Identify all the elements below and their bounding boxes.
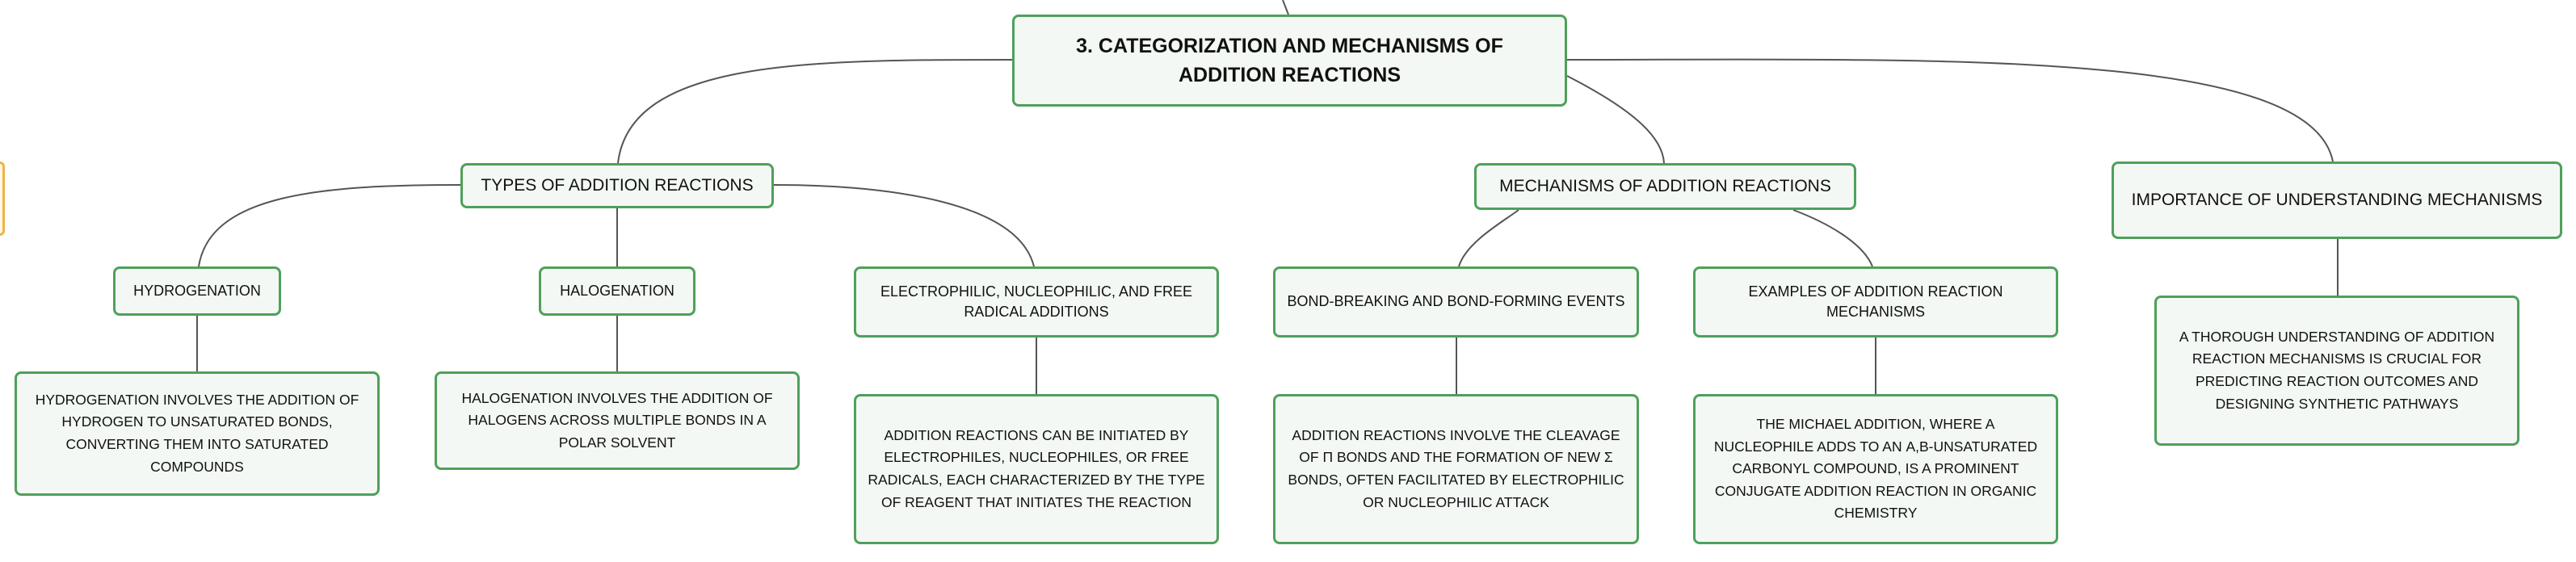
detail-text: ADDITION REACTIONS CAN BE INITIATED BY E… bbox=[868, 426, 1205, 510]
connector-types-hydrogenation bbox=[198, 184, 461, 267]
subtopic-label: HYDROGENATION bbox=[133, 282, 261, 299]
connector-root-types bbox=[617, 59, 1013, 164]
topic-label: IMPORTANCE OF UNDERSTANDING MECHANISMS bbox=[2131, 191, 2543, 210]
detail-hydrogenation[interactable]: HYDROGENATION INVOLVES THE ADDITION OF H… bbox=[15, 371, 380, 496]
detail-electrophilic[interactable]: ADDITION REACTIONS CAN BE INITIATED BY E… bbox=[854, 394, 1219, 544]
root-topic[interactable]: 3. CATEGORIZATION AND MECHANISMS OF ADDI… bbox=[1012, 15, 1567, 107]
subtopic-halogenation[interactable]: HALOGENATION bbox=[539, 266, 695, 316]
connector-mechanisms-examples bbox=[1792, 209, 1873, 267]
connector-types-electrophilic bbox=[773, 184, 1035, 267]
connector-root-importance bbox=[1566, 58, 2334, 162]
detail-importance[interactable]: A THOROUGH UNDERSTANDING OF ADDITION REA… bbox=[2154, 296, 2519, 446]
subtopic-label: BOND-BREAKING AND BOND-FORMING EVENTS bbox=[1287, 293, 1625, 310]
detail-text: HALOGENATION INVOLVES THE ADDITION OF HA… bbox=[461, 389, 773, 451]
topic-mechanisms-of-addition-reactions[interactable]: MECHANISMS OF ADDITION REACTIONS bbox=[1474, 163, 1856, 210]
topic-label: MECHANISMS OF ADDITION REACTIONS bbox=[1499, 177, 1831, 196]
detail-bond-events[interactable]: ADDITION REACTIONS INVOLVE THE CLEAVAGE … bbox=[1273, 394, 1639, 544]
topic-types-of-addition-reactions[interactable]: TYPES OF ADDITION REACTIONS bbox=[460, 163, 774, 208]
detail-text: ADDITION REACTIONS INVOLVE THE CLEAVAGE … bbox=[1288, 426, 1624, 510]
subtopic-label: ELECTROPHILIC, NUCLEOPHILIC, AND FREE RA… bbox=[880, 283, 1193, 320]
detail-text: A THOROUGH UNDERSTANDING OF ADDITION REA… bbox=[2179, 328, 2495, 412]
topic-label: TYPES OF ADDITION REACTIONS bbox=[481, 176, 754, 195]
subtopic-label: HALOGENATION bbox=[560, 282, 674, 299]
connector-mechanisms-bond bbox=[1458, 209, 1519, 267]
detail-halogenation[interactable]: HALOGENATION INVOLVES THE ADDITION OF HA… bbox=[435, 371, 800, 470]
detail-text: THE MICHAEL ADDITION, WHERE A NUCLEOPHIL… bbox=[1713, 415, 2038, 522]
subtopic-bond-breaking-and-forming[interactable]: BOND-BREAKING AND BOND-FORMING EVENTS bbox=[1273, 266, 1639, 338]
detail-text: HYDROGENATION INVOLVES THE ADDITION OF H… bbox=[35, 391, 359, 475]
topic-importance-of-understanding-mechanisms[interactable]: IMPORTANCE OF UNDERSTANDING MECHANISMS bbox=[2112, 161, 2562, 239]
subtopic-hydrogenation[interactable]: HYDROGENATION bbox=[113, 266, 281, 316]
connector-parent-root bbox=[1282, 0, 1289, 15]
subtopic-electrophilic-nucleophilic-free-radical[interactable]: ELECTROPHILIC, NUCLEOPHILIC, AND FREE RA… bbox=[854, 266, 1219, 338]
detail-examples[interactable]: THE MICHAEL ADDITION, WHERE A NUCLEOPHIL… bbox=[1693, 394, 2058, 544]
subtopic-label: EXAMPLES OF ADDITION REACTION MECHANISMS bbox=[1748, 283, 2003, 320]
root-topic-label: 3. CATEGORIZATION AND MECHANISMS OF ADDI… bbox=[1076, 34, 1503, 86]
subtopic-examples-of-mechanisms[interactable]: EXAMPLES OF ADDITION REACTION MECHANISMS bbox=[1693, 266, 2058, 338]
offscreen-node-edge[interactable] bbox=[0, 161, 5, 236]
connector-root-mechanisms bbox=[1566, 75, 1665, 164]
